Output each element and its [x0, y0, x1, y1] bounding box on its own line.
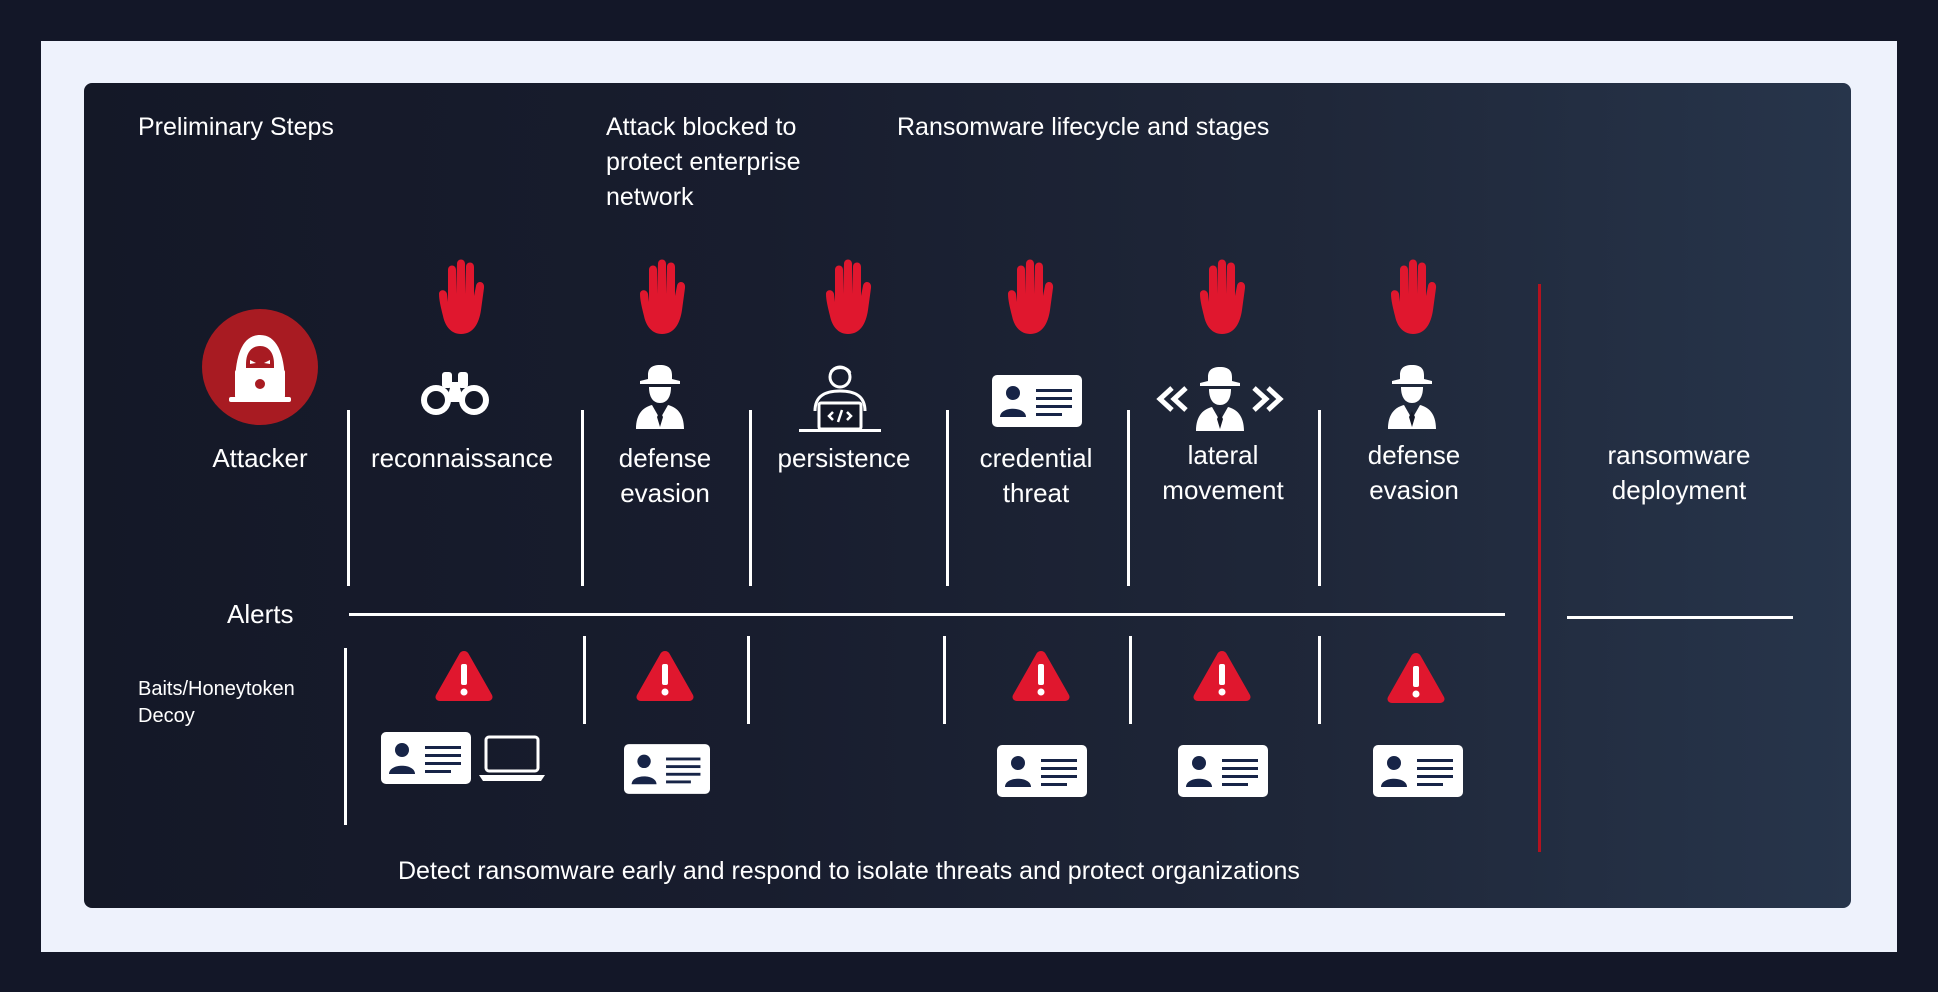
stage-label-lateral-movement: lateral movement: [1162, 440, 1284, 505]
spy-icon: [630, 361, 690, 431]
divider-line: [344, 648, 347, 825]
attack-blocked-header: Attack blocked to protect enterprise net…: [606, 113, 801, 211]
stage-label-defense-evasion: defense evasion: [618, 443, 712, 508]
alerts-label: Alerts: [227, 599, 294, 629]
laptop-icon: [477, 734, 547, 784]
coder-laptop-icon: [799, 365, 881, 432]
preliminary-steps-header: Preliminary Steps: [138, 113, 334, 141]
diagram-panel: Preliminary Steps Attack blocked to prot…: [84, 83, 1851, 908]
warning-icon: [1386, 651, 1446, 705]
lifecycle-header: Ransomware lifecycle and stages: [897, 113, 1270, 141]
stop-hand-icon: [816, 258, 876, 338]
binoculars-icon: [420, 368, 490, 418]
id-card-icon: [1373, 745, 1463, 797]
spy-icon: [1190, 363, 1250, 433]
divider-line: [749, 410, 752, 586]
alerts-timeline: [349, 613, 1505, 616]
warning-icon: [1011, 649, 1071, 703]
stage-label-credential-threat: credential threat: [979, 443, 1093, 508]
divider-line: [1318, 410, 1321, 586]
divider-line: [946, 410, 949, 586]
chevron-right-icon: [1252, 386, 1284, 412]
id-card-icon: [624, 744, 710, 794]
id-card-icon: [1178, 745, 1268, 797]
id-card-icon: [992, 375, 1082, 427]
warning-icon: [635, 649, 695, 703]
stage-label-persistence: persistence: [777, 443, 911, 473]
divider-line: [1129, 636, 1132, 724]
stage-label-ransomware-deployment: ransomware deployment: [1607, 440, 1751, 505]
attacker-hacker-icon: [202, 309, 318, 425]
warning-icon: [434, 649, 494, 703]
deployment-timeline: [1567, 616, 1793, 619]
footer-caption: Detect ransomware early and respond to i…: [398, 857, 1300, 885]
baits-label: Baits/Honeytoken Decoy: [138, 678, 295, 727]
id-card-icon: [381, 732, 471, 784]
id-card-icon: [997, 745, 1087, 797]
divider-line: [581, 410, 584, 586]
stop-hand-icon: [1190, 258, 1250, 338]
chevron-left-icon: [1156, 386, 1188, 412]
divider-line: [1127, 410, 1130, 586]
stop-hand-icon: [630, 258, 690, 338]
attacker-label: Attacker: [212, 443, 308, 473]
divider-line: [943, 636, 946, 724]
stop-hand-icon: [429, 258, 489, 338]
spy-icon: [1382, 361, 1442, 431]
stop-hand-icon: [998, 258, 1058, 338]
divider-line: [583, 636, 586, 724]
deployment-divider-red: [1538, 284, 1541, 852]
divider-line: [347, 410, 350, 586]
divider-line: [1318, 636, 1321, 724]
warning-icon: [1192, 649, 1252, 703]
stage-label-defense-evasion-2: defense evasion: [1367, 440, 1461, 505]
stage-label-reconnaissance: reconnaissance: [370, 443, 554, 473]
divider-line: [747, 636, 750, 724]
stop-hand-icon: [1381, 258, 1441, 338]
